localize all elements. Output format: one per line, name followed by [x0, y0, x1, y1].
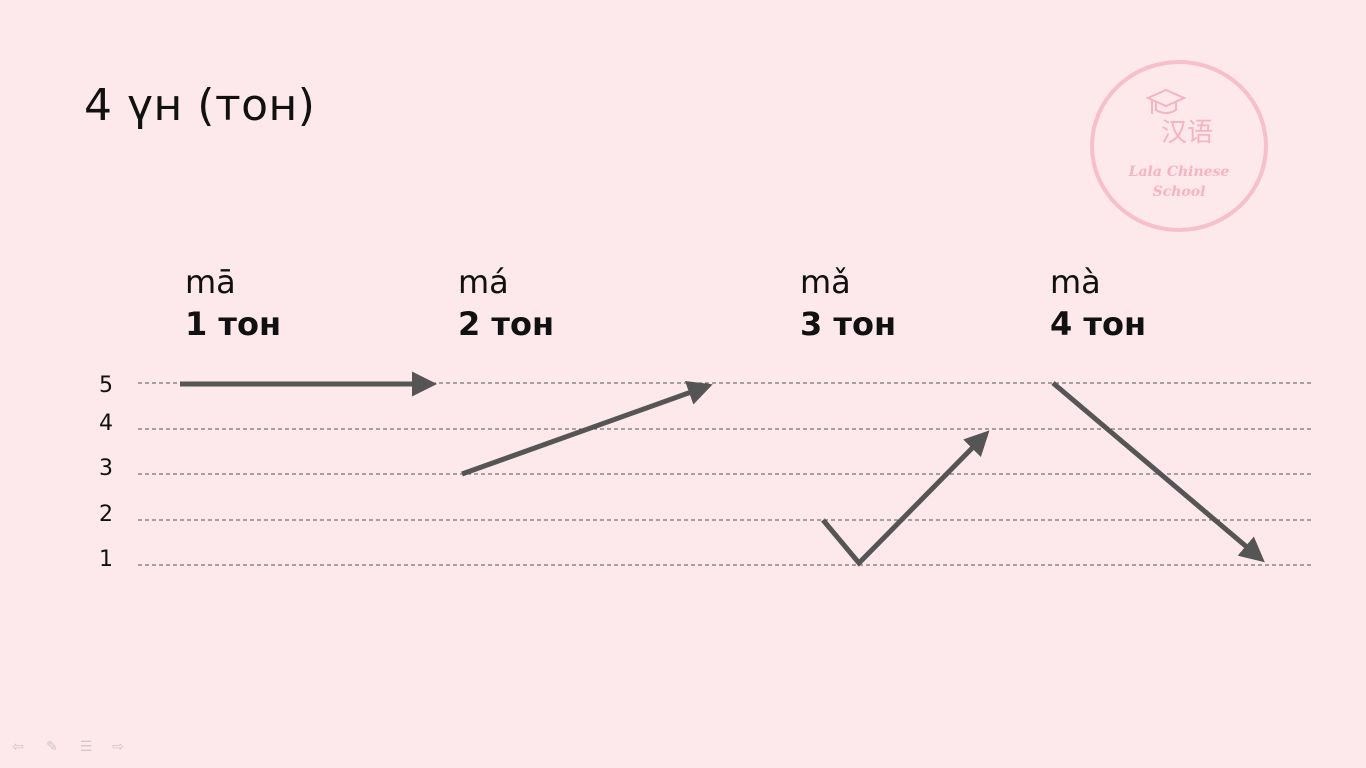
tone-1-name: 1 тон	[185, 305, 282, 343]
logo-school-name: Lala Chinese School	[1094, 162, 1264, 202]
slide-title: 4 үн (тон)	[84, 80, 316, 131]
next-slide-button[interactable]: ⇨	[110, 740, 126, 754]
menu-icon: ☰	[79, 739, 93, 755]
tone-3-pinyin: mǎ	[800, 263, 851, 301]
tone-3-header: mǎ 3 тон	[800, 262, 896, 346]
tone-1-header: mā 1 тон	[185, 262, 281, 346]
tone-2-header: má 2 тон	[458, 262, 554, 346]
tone-4-pinyin: mà	[1050, 263, 1101, 301]
level-label-5: 5	[99, 373, 113, 398]
level-label-2: 2	[99, 502, 113, 527]
tone-4-header: mà 4 тон	[1050, 262, 1146, 346]
logo-school-line1: Lala Chinese	[1128, 164, 1230, 180]
arrow-left-icon: ⇦	[12, 739, 24, 755]
slide-menu-button[interactable]: ☰	[78, 740, 94, 754]
tone-2-name: 2 тон	[458, 305, 555, 343]
logo-chinese-text: 汉语	[1160, 118, 1213, 148]
tone-3-name: 3 тон	[800, 305, 897, 343]
tone-4-arrow	[1051, 381, 1265, 563]
pen-icon: ✎	[46, 739, 58, 755]
level-label-4: 4	[99, 411, 113, 436]
level-label-3: 3	[99, 456, 113, 481]
prev-slide-button[interactable]: ⇦	[10, 740, 26, 754]
level-label-1: 1	[99, 547, 113, 572]
logo-school-line2: School	[1152, 184, 1206, 200]
school-logo: 汉语 Lala Chinese School	[1090, 60, 1268, 232]
tone-2-pinyin: má	[458, 263, 509, 301]
tone-4-name: 4 тон	[1050, 305, 1147, 343]
tone-contours	[180, 371, 1265, 567]
graduation-cap-icon	[1146, 88, 1186, 114]
arrow-right-icon: ⇨	[112, 739, 124, 755]
tone-1-pinyin: mā	[185, 263, 236, 301]
level-gridlines	[138, 382, 1314, 566]
tone-3-arrow	[821, 430, 990, 567]
pen-tool-button[interactable]: ✎	[44, 740, 60, 754]
tone-2-arrow	[461, 380, 713, 477]
